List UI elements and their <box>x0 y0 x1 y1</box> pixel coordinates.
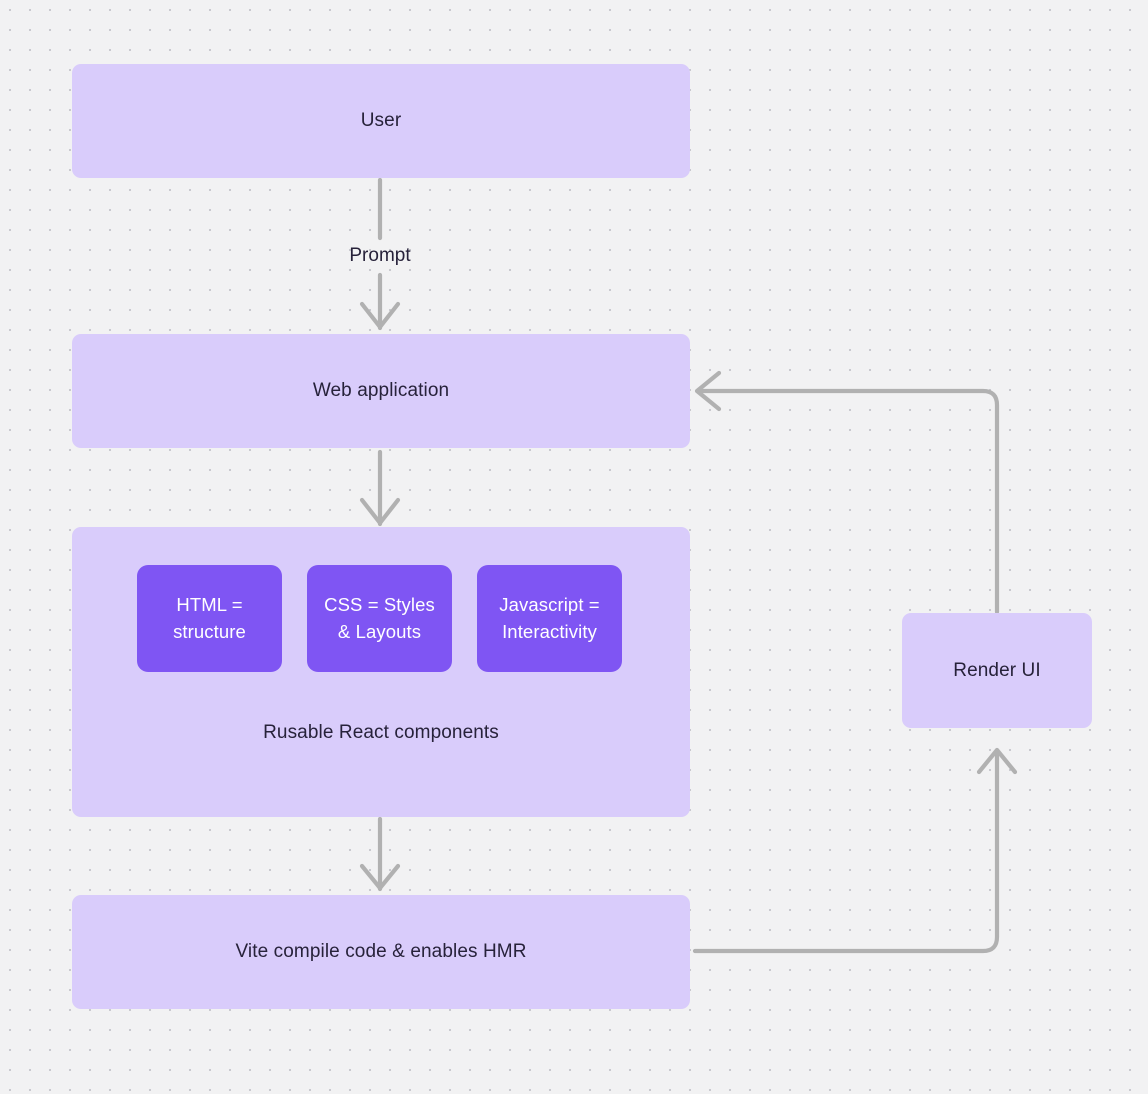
edge-vite-to-renderui <box>692 747 1018 954</box>
node-javascript-interactivity[interactable]: Javascript = Interactivity <box>477 565 622 672</box>
edge-webapp-to-react <box>359 449 401 527</box>
node-user-label: User <box>360 110 402 132</box>
node-css-styles-layouts[interactable]: CSS = Styles & Layouts <box>307 565 452 672</box>
node-vite-compile-label: Vite compile code & enables HMR <box>235 941 527 963</box>
edge-renderui-to-webapp <box>694 370 1000 615</box>
node-reusable-react-components-label: Rusable React components <box>263 722 499 743</box>
node-web-application-label: Web application <box>312 380 450 402</box>
edge-react-to-vite <box>359 816 401 892</box>
node-html-structure[interactable]: HTML = structure <box>137 565 282 672</box>
node-render-ui-label: Render UI <box>953 659 1041 681</box>
node-reusable-react-components[interactable]: HTML = structure CSS = Styles & Layouts … <box>72 527 690 817</box>
node-javascript-interactivity-label: Javascript = Interactivity <box>499 593 600 642</box>
node-html-structure-label: HTML = structure <box>173 593 246 642</box>
edge-label-prompt: Prompt <box>349 245 411 266</box>
node-user[interactable]: User <box>72 64 690 178</box>
node-css-styles-layouts-label: CSS = Styles & Layouts <box>324 593 435 642</box>
node-render-ui[interactable]: Render UI <box>902 613 1092 728</box>
node-vite-compile[interactable]: Vite compile code & enables HMR <box>72 895 690 1009</box>
node-web-application[interactable]: Web application <box>72 334 690 448</box>
